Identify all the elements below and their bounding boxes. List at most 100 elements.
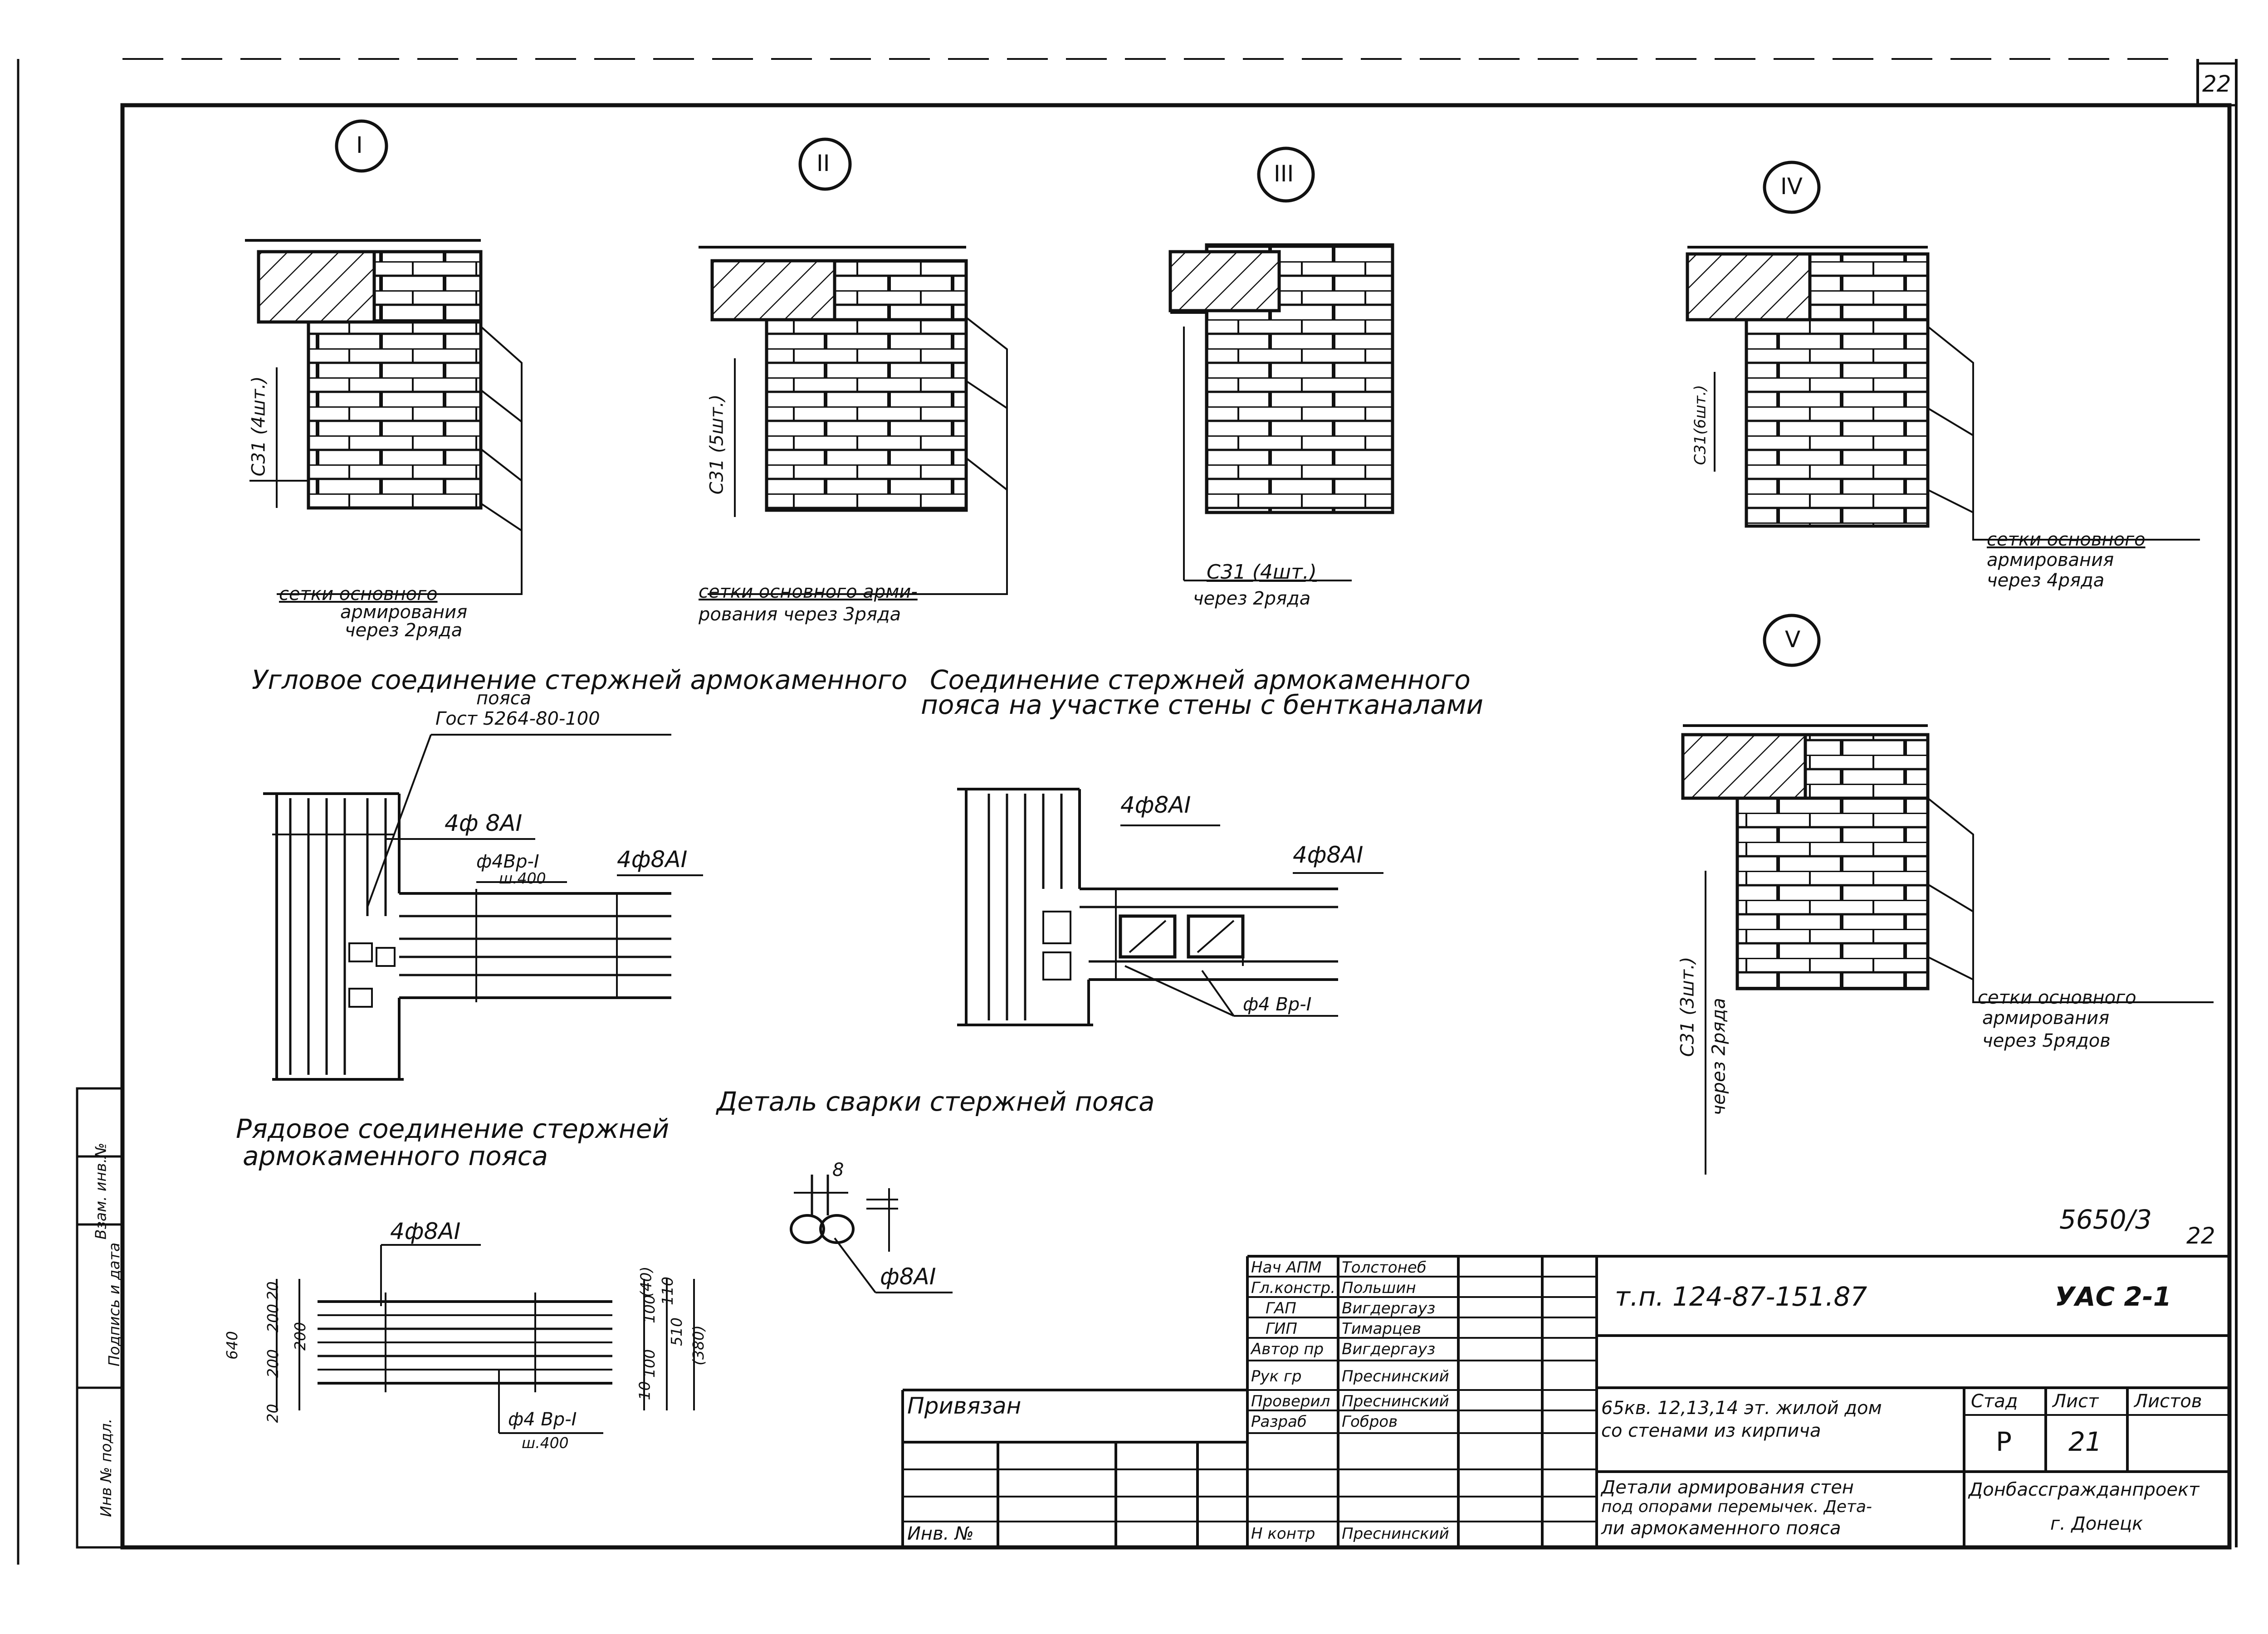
tb-name-2: Вигдергауз [1342,1299,1436,1317]
mesh-label-3: С31 (4шт.) [1207,561,1317,584]
row-dim-left-4: 200 [291,1322,309,1351]
note-5-line-2: армирования [1982,1008,2110,1029]
note-2-line-1: сетки основного арми- [699,581,918,602]
corner-joint-drawing [263,734,703,1081]
brickwork-1b [307,320,483,510]
vent-joint-title: Соединение стержней армокаменного [930,664,1471,695]
side-stamp-3: Взам. инв.№ [92,1142,110,1240]
tb-tied: Привязан [907,1393,1022,1419]
row-dim-right-6: 110 [659,1277,676,1305]
tb-city: г. Донецк [2050,1513,2143,1534]
mesh-label-4: С31(6шт.) [1691,385,1710,465]
row-dim-left-0: 640 [223,1331,241,1360]
tb-role-4: Автор пр [1251,1340,1324,1358]
side-stamp [76,1087,124,1549]
tb-role-1: Гл.констр. [1251,1279,1335,1297]
tb-role-3: ГИП [1266,1320,1297,1338]
detail-marker-5: V [1785,626,1801,653]
marker-circle-4 [1763,161,1821,214]
row-dim-right-0: (40) [637,1266,655,1297]
row-dim-left-3: 200 [264,1349,282,1378]
row-dim-right-1: 100 [640,1295,658,1323]
tb-desc-1: Детали армирования стен [1601,1477,1854,1498]
lintel-5 [1681,733,1807,800]
tb-role-10: Н контр [1251,1525,1315,1543]
note-4-line-1: сетки основного [1987,529,2146,550]
tb-desc-2: под опорами перемычек. Дета- [1601,1497,1872,1516]
row-dim-right-5: (380) [689,1325,707,1366]
tb-code: т.п. 124-87-151.87 [1615,1281,1867,1312]
tb-name-4: Вигдергауз [1342,1340,1436,1358]
tb-desc-3: ли армокаменного пояса [1601,1518,1841,1539]
detail-marker-3: III [1274,161,1294,187]
vent-bar-top: 4ф8АI [1120,792,1191,818]
vent-joint-drawing [957,788,1383,1026]
note-1-line-2: армирования [340,602,468,623]
tb-stage: Р [1996,1426,2012,1457]
row-joint-drawing [276,1244,695,1434]
note-5-line-3: через 5рядов [1982,1030,2111,1051]
tb-sheets-header: Листов [2134,1391,2202,1412]
tb-role-7: Разраб [1251,1413,1307,1431]
corner-bar-top: 4ф 8АI [445,810,523,836]
detail-marker-1: I [356,132,363,158]
note-4-line-3: через 4ряда [1987,570,2105,591]
detail-marker-2: II [816,150,830,176]
tb-name-1: Польшин [1342,1279,1416,1297]
corner-bar-mid: ф4Вр-I [476,851,539,872]
row-joint-title-2: армокаменного пояса [243,1141,548,1171]
vent-joint-title-2: пояса на участке стены с бентканалами [921,689,1484,720]
weld-dim-top: 8 [832,1160,844,1180]
mesh-label-5: С31 (3шт.) [1677,956,1698,1057]
note-5-line-1: сетки основного [1978,987,2136,1008]
mesh-label-2: С31 (5шт.) [706,394,728,495]
lintel-2 [710,259,836,322]
tb-project-2: со стенами из кирпича [1601,1420,1821,1441]
lintel-4 [1686,252,1812,322]
note-2-line-2: рования через 3ряда [699,604,901,625]
detail-3 [1168,146,1394,581]
brickwork-5b [1735,796,1930,990]
detail-5 [1681,614,2214,1175]
row-dim-left-1: 20 [264,1281,282,1301]
marker-circle-2 [798,137,852,191]
row-bar-bottom-2: ш.400 [522,1434,569,1452]
marker-circle-1 [335,119,388,173]
brickwork-2b [765,318,968,512]
note-1-line-3: через 2ряда [345,620,463,641]
tb-mark: УАС 2-1 [2055,1281,2172,1312]
tb-role-0: Нач АПМ [1251,1258,1322,1277]
mesh-label-5b: через 2ряда [1708,998,1730,1116]
detail-4 [1686,161,2200,541]
tb-sheet-header: Лист [2053,1391,2099,1412]
row-bar-bottom: ф4 Вр-I [508,1409,577,1430]
tb-inv-no: Инв. № [907,1523,974,1544]
detail-2 [699,137,1008,595]
note-3-line-1: через 2ряда [1193,588,1311,609]
lintel-1 [257,250,376,324]
tb-name-5: Преснинский [1342,1367,1449,1385]
side-stamp-1: Инв № подл. [97,1418,115,1517]
note-4-line-2: армирования [1987,550,2114,571]
tb-name-6: Преснинский [1342,1392,1449,1410]
tb-sheet: 21 [2068,1426,2102,1457]
weld-title: Деталь сварки стержней пояса [717,1086,1155,1117]
weld-drawing [790,1175,953,1293]
tb-role-6: Проверил [1251,1392,1330,1410]
corner-bar-mid-2: ш.400 [499,869,546,887]
brickwork-2 [833,259,968,322]
row-joint-title: Рядовое соединение стержней [236,1113,670,1144]
marker-circle-3 [1257,146,1315,203]
corner-joint-title: Угловое соединение стержней армокаменног… [252,664,908,695]
corner-gost-label: Гост 5264-80-100 [435,708,600,729]
weld-bar-label: ф8АI [880,1263,936,1290]
corner-joint-title-2: пояса [476,688,532,709]
brickwork-4 [1808,252,1930,322]
row-dim-right-4: 510 [668,1317,685,1346]
sheet-frame [17,58,2238,1565]
row-dim-right-2: 100 [640,1349,658,1378]
brickwork-5 [1804,733,1930,800]
brickwork-1 [372,250,483,324]
brickwork-4b [1745,318,1930,528]
